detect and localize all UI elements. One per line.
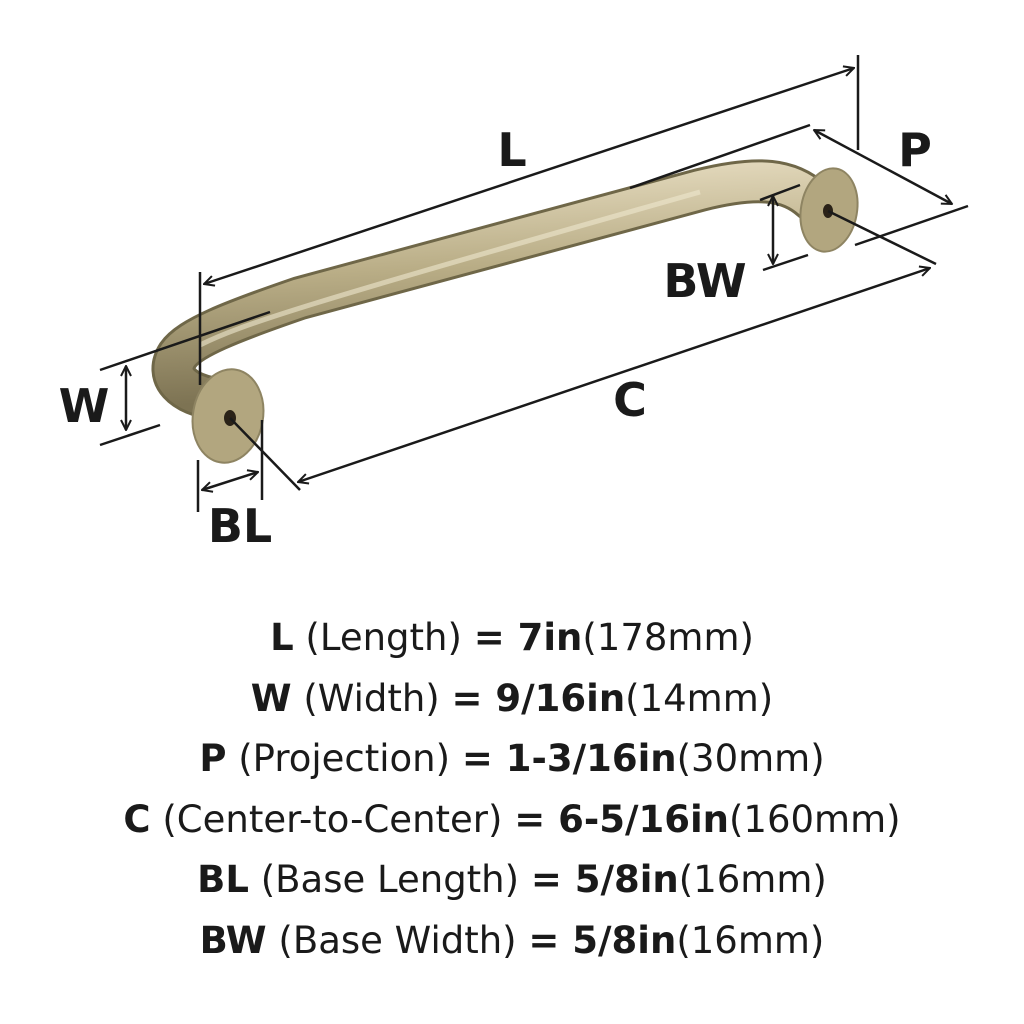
spec-metric: (178mm) <box>582 616 754 659</box>
specification-list: L (Length) = 7in(178mm) W (Width) = 9/16… <box>0 608 1024 971</box>
label-c: C <box>613 373 647 427</box>
label-bw: BW <box>663 254 746 308</box>
label-bl: BL <box>208 499 272 553</box>
spec-imperial: = 5/8in <box>530 858 679 901</box>
handle-drawing: L P BW C W BL <box>59 55 969 553</box>
label-w: W <box>59 379 110 433</box>
spec-length: L (Length) = 7in(178mm) <box>0 608 1024 669</box>
spec-abbr: C <box>123 797 151 841</box>
label-p: P <box>898 123 932 177</box>
spec-metric: (16mm) <box>678 858 827 901</box>
cabinet-pull-handle <box>151 159 859 464</box>
spec-abbr: W <box>250 676 292 720</box>
spec-name: (Base Length) <box>260 858 520 901</box>
spec-imperial: = 9/16in <box>451 676 626 720</box>
spec-name: (Center-to-Center) <box>162 797 503 841</box>
spec-center-to-center: C (Center-to-Center) = 6-5/16in(160mm) <box>0 790 1024 851</box>
spec-metric: (30mm) <box>676 737 825 780</box>
spec-projection: P (Projection) = 1-3/16in(30mm) <box>0 729 1024 790</box>
spec-abbr: BL <box>197 858 249 901</box>
spec-name: (Width) <box>303 676 440 720</box>
dimension-lines <box>99 55 969 512</box>
spec-imperial: = 7in <box>473 616 583 659</box>
spec-width: W (Width) = 9/16in(14mm) <box>0 669 1024 730</box>
spec-name: (Base Width) <box>278 918 517 962</box>
spec-base-width: BW (Base Width) = 5/8in(16mm) <box>0 911 1024 972</box>
spec-base-length: BL (Base Length) = 5/8in(16mm) <box>0 850 1024 911</box>
spec-abbr: BW <box>199 918 267 962</box>
spec-imperial: = 1-3/16in <box>461 737 677 780</box>
spec-abbr: P <box>199 737 227 780</box>
spec-metric: (16mm) <box>676 918 825 962</box>
spec-abbr: L <box>270 616 294 659</box>
spec-name: (Projection) <box>238 737 451 780</box>
label-l: L <box>497 123 526 177</box>
spec-imperial: = 6-5/16in <box>514 797 729 841</box>
spec-name: (Length) <box>305 616 462 659</box>
spec-metric: (160mm) <box>728 797 901 841</box>
spec-metric: (14mm) <box>625 676 774 720</box>
spec-imperial: = 5/8in <box>528 918 677 962</box>
